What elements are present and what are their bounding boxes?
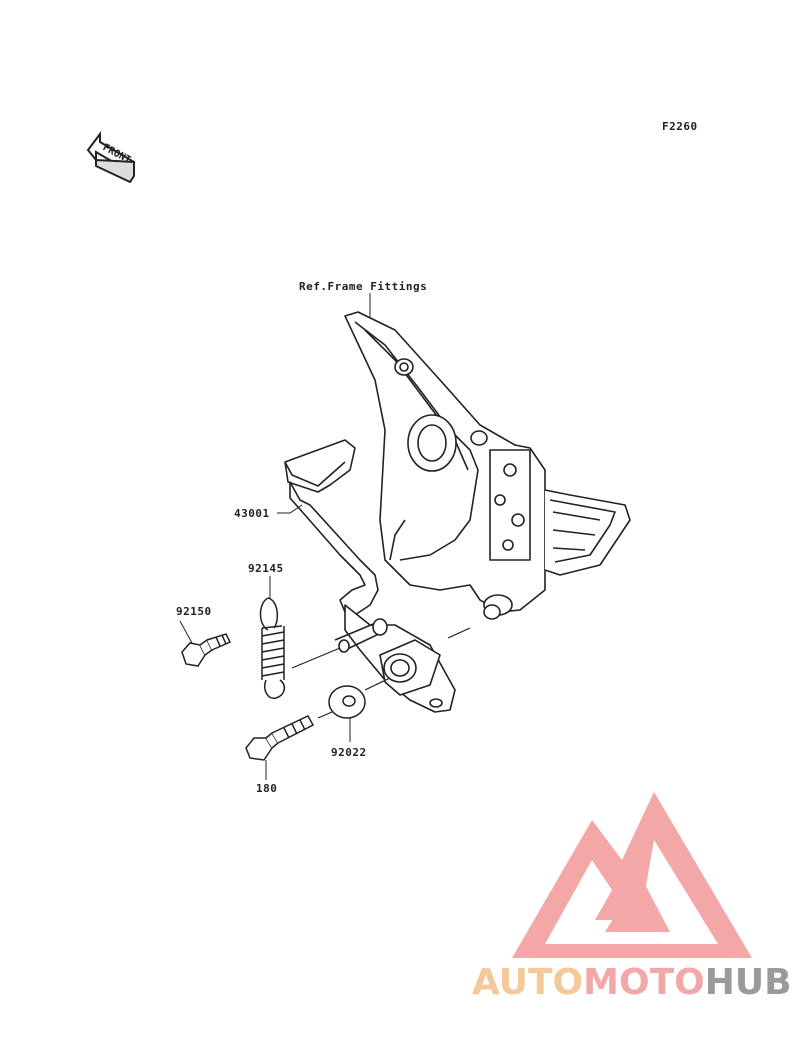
bolt-180 bbox=[245, 715, 315, 761]
part-label-92022: 92022 bbox=[331, 746, 367, 759]
watermark-auto: AUTO bbox=[472, 962, 584, 1003]
watermark-logo-icon bbox=[512, 792, 752, 958]
brake-pedal bbox=[284, 439, 456, 713]
diagram-code: F2260 bbox=[662, 120, 698, 133]
bolt-92150 bbox=[181, 633, 232, 667]
spring-part bbox=[259, 597, 286, 699]
watermark-moto: MOTO bbox=[583, 962, 705, 1003]
watermark-text: AUTOMOTOHUB bbox=[472, 962, 792, 1003]
part-label-92145: 92145 bbox=[248, 562, 284, 575]
part-label-180: 180 bbox=[256, 782, 278, 795]
frame-bracket bbox=[344, 311, 631, 620]
spring-leader-line bbox=[291, 647, 341, 669]
watermark-hub: HUB bbox=[704, 962, 792, 1003]
part-label-43001: 43001 bbox=[234, 507, 270, 520]
front-arrow-icon: FRONT bbox=[86, 131, 136, 184]
washer-92022 bbox=[328, 685, 366, 719]
part-label-92150: 92150 bbox=[176, 605, 212, 618]
ref-frame-fittings-label: Ref.Frame Fittings bbox=[299, 280, 428, 293]
